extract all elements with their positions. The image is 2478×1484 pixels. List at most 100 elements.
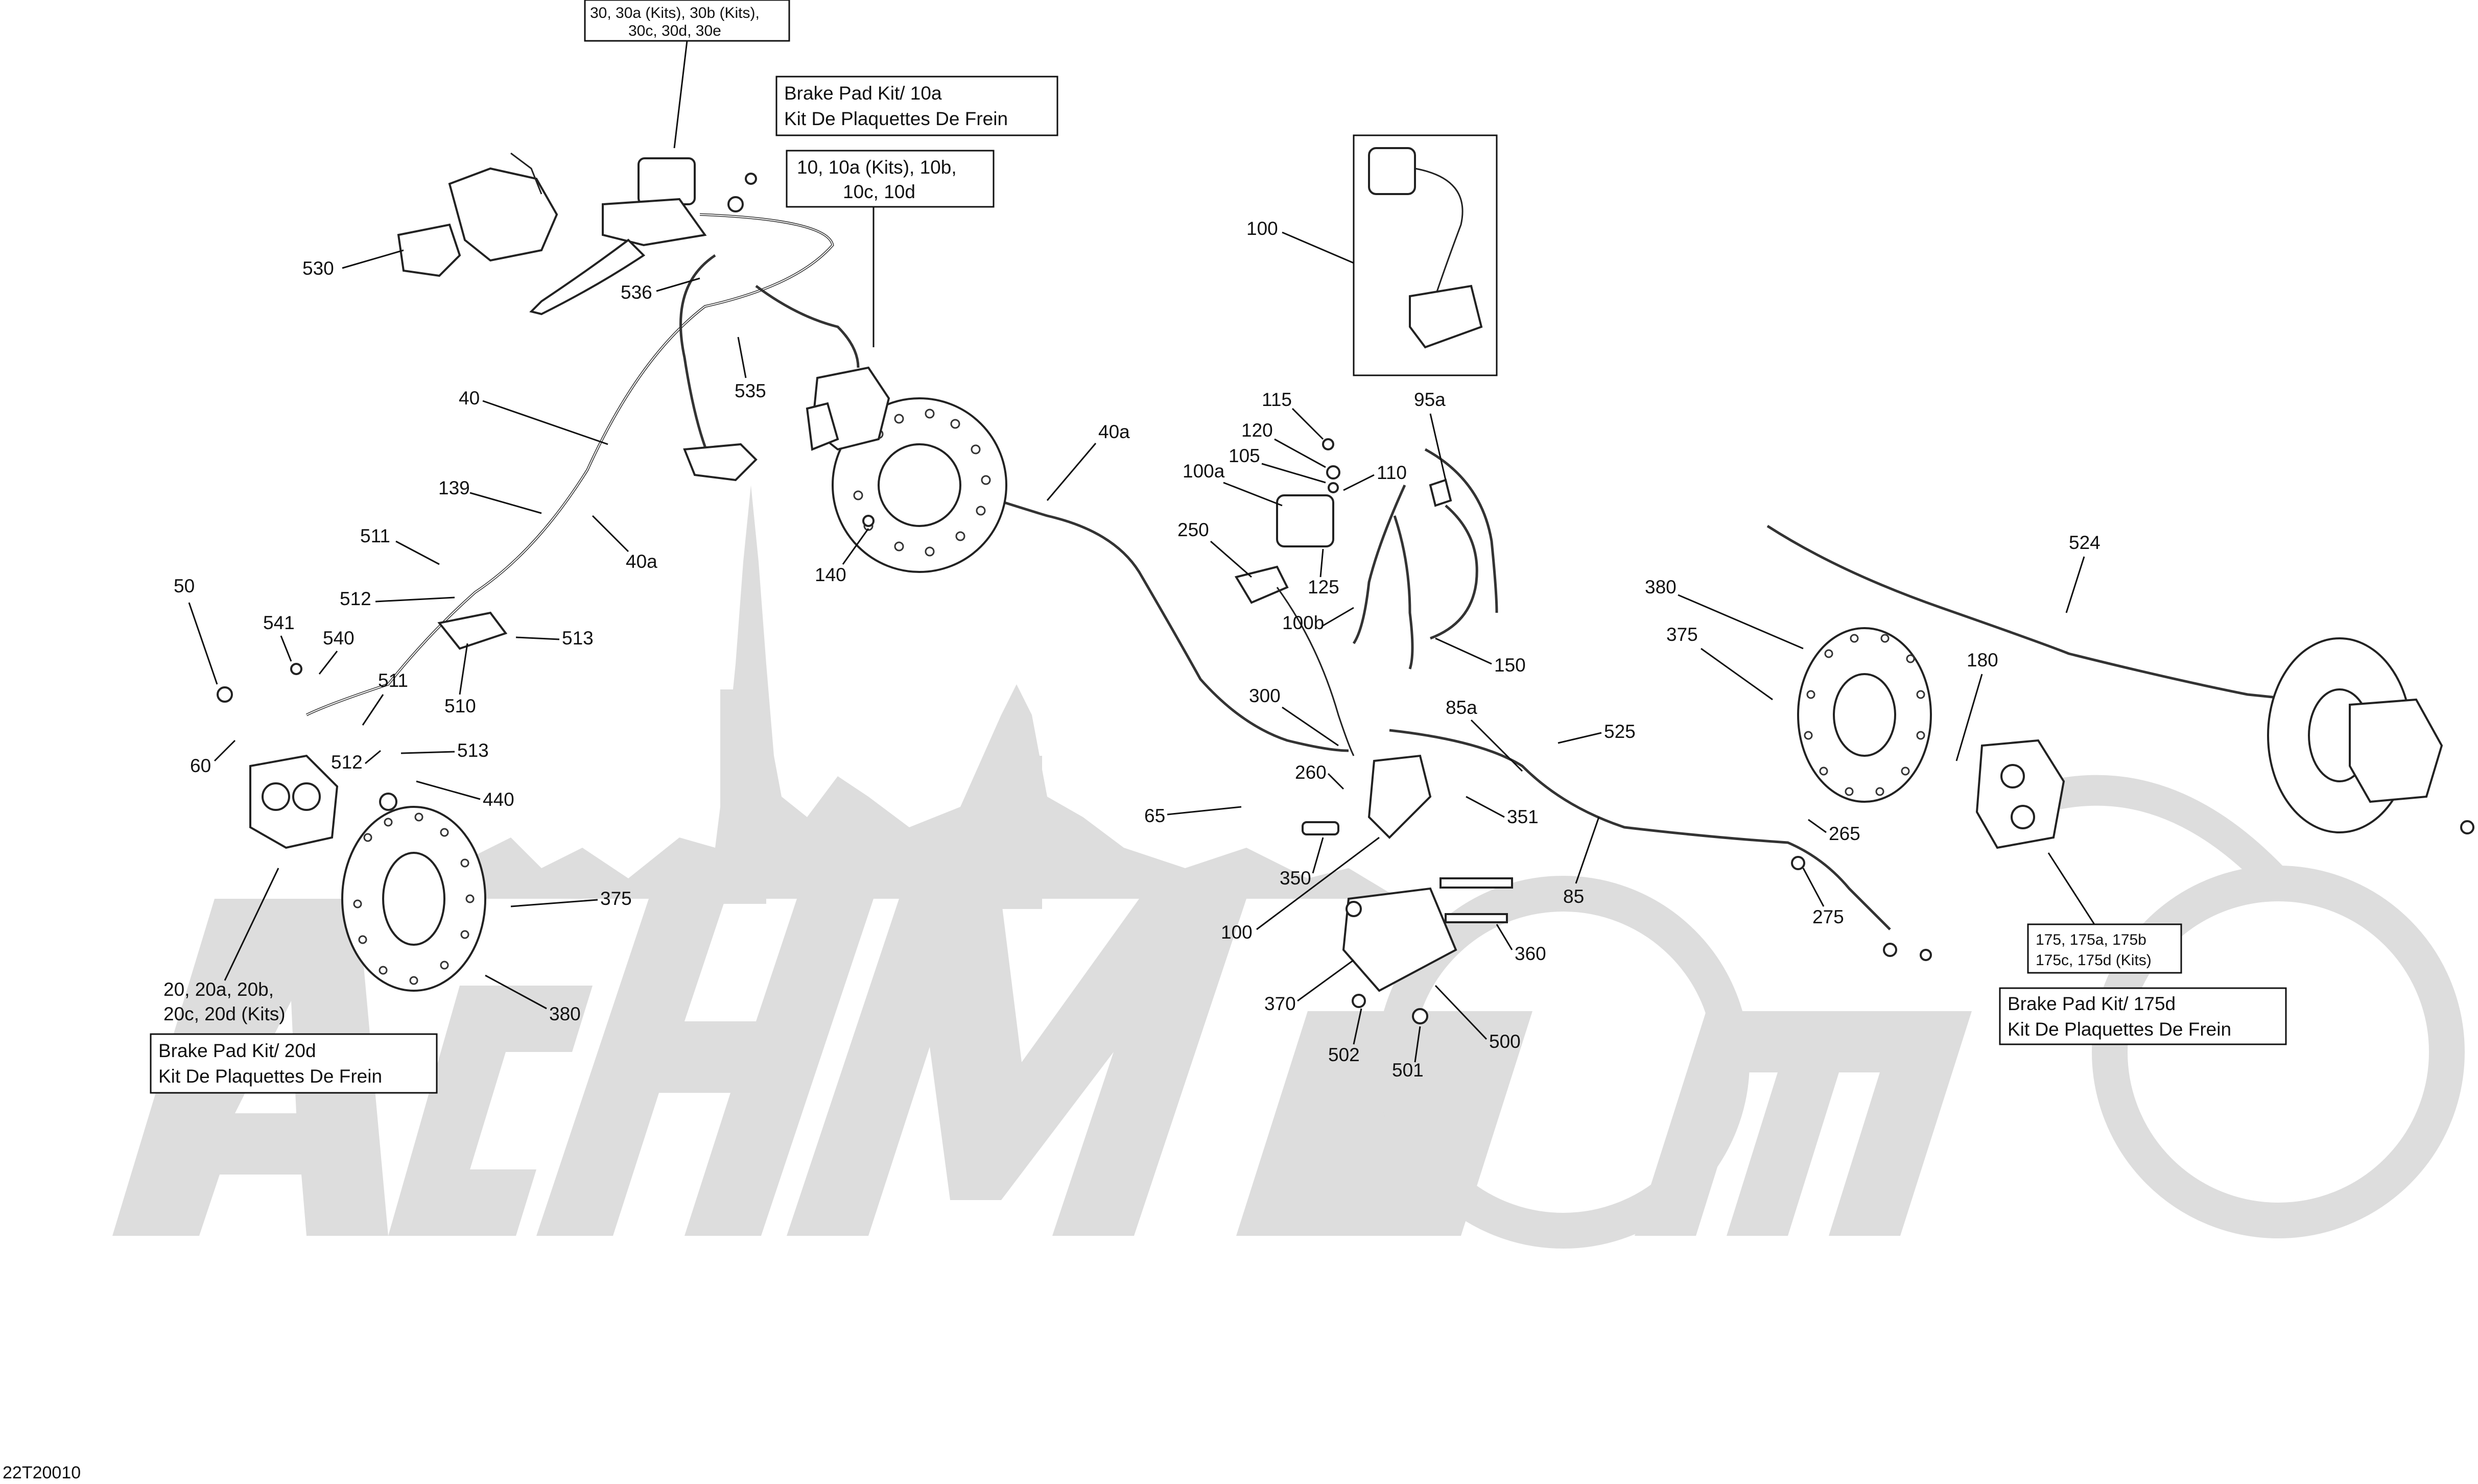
callout-513-mid: 513 [400,740,489,761]
svg-text:300: 300 [1249,685,1281,706]
callout-512-top: 512 [340,588,455,609]
svg-text:Kit De Plaquettes De Frein: Kit De Plaquettes De Frein [2008,1019,2231,1040]
master-cylinder [638,157,696,205]
mount-bracket [448,167,558,262]
reservoir-100a [1276,494,1334,547]
svg-text:40a: 40a [626,551,657,572]
callout-260: 260 [1295,762,1344,790]
hand-guard-530 [397,223,461,277]
label-box-brake-pad-175d: Brake Pad Kit/ 175d Kit De Plaquettes De… [1999,987,2287,1045]
svg-text:502: 502 [1328,1044,1360,1065]
svg-text:150: 150 [1494,655,1526,676]
svg-text:95a: 95a [1414,389,1446,410]
svg-text:501: 501 [1392,1060,1424,1081]
svg-text:175, 175a, 175b: 175, 175a, 175b [2036,931,2146,948]
svg-text:139: 139 [438,477,470,498]
label-box-caliper-175-kits: 175, 175a, 175b 175c, 175d (Kits) [2027,852,2182,974]
callout-513-top: 513 [515,628,594,649]
callout-510: 510 [444,643,476,716]
callout-530: 530 [302,249,404,279]
callout-501: 501 [1392,1026,1424,1081]
callout-40a-left: 40a [592,515,657,572]
svg-text:180: 180 [1967,650,1998,671]
svg-text:541: 541 [263,612,295,633]
brake-lever [529,238,646,316]
svg-text:375: 375 [1666,624,1698,645]
svg-text:Brake Pad Kit/ 175d: Brake Pad Kit/ 175d [2008,993,2176,1014]
svg-text:140: 140 [815,564,846,585]
svg-text:510: 510 [444,696,476,716]
pedal-bracket-500 [1342,887,1457,992]
callout-100-top: 100 [1246,218,1354,264]
callout-370: 370 [1264,959,1354,1014]
hose-clip-510 [437,611,508,650]
svg-text:50: 50 [174,576,195,596]
svg-text:110: 110 [1377,462,1407,483]
callout-105: 105 [1229,445,1326,484]
callout-275: 275 [1802,868,1844,927]
svg-text:513: 513 [457,740,489,761]
svg-text:40: 40 [459,388,480,409]
callout-360: 360 [1496,924,1546,964]
svg-text:370: 370 [1264,993,1296,1014]
label-box-caliper-20-kits: 20, 20a, 20b, 20c, 20d (Kits) [163,868,286,1024]
svg-text:85: 85 [1563,886,1584,907]
front-right-brake [683,366,1007,573]
callout-511-mid: 511 [362,670,408,726]
svg-text:380: 380 [549,1003,581,1024]
callout-100-bot: 100 [1221,836,1380,943]
svg-text:351: 351 [1507,806,1539,827]
callout-535: 535 [735,337,766,401]
svg-text:115: 115 [1262,389,1292,410]
callout-125: 125 [1308,548,1339,597]
callout-250: 250 [1177,519,1252,578]
figure-code: 22T20010 [3,1463,81,1482]
callout-541: 541 [263,612,295,662]
callout-502: 502 [1328,1008,1362,1065]
callout-110: 110 [1343,462,1407,491]
svg-text:525: 525 [1604,721,1636,742]
svg-text:100: 100 [1221,922,1253,943]
callout-139: 139 [438,477,542,514]
rear-master-cylinder-inset [1353,134,1498,376]
callouts: 530 536 535 40 40a 139 511 512 513 50 54… [174,218,2101,1081]
callout-350: 350 [1280,837,1324,889]
svg-text:500: 500 [1489,1031,1521,1052]
front-left-brake [217,611,508,992]
callout-100b: 100b [1282,607,1354,633]
callout-180: 180 [1955,650,1998,761]
svg-text:10c, 10d: 10c, 10d [843,181,915,202]
caliper-bracket-535 [683,443,758,482]
callout-375-left: 375 [510,888,632,909]
handlebar-master-cylinder-assembly [397,152,757,316]
svg-text:60: 60 [190,755,211,776]
brake-caliper-rear-175 [1975,739,2065,849]
callout-150: 150 [1435,637,1526,676]
callout-380-left: 380 [485,974,581,1024]
callout-40a-mid: 40a [1046,421,1130,501]
callout-85: 85 [1563,817,1600,907]
svg-text:Kit De Plaquettes De Frein: Kit De Plaquettes De Frein [158,1066,382,1087]
callout-351: 351 [1466,796,1539,827]
svg-text:540: 540 [323,628,355,649]
label-box-brake-pad-20d: Brake Pad Kit/ 20d Kit De Plaquettes De … [150,1033,438,1094]
callout-115: 115 [1262,389,1324,440]
svg-text:380: 380 [1645,577,1677,597]
svg-text:100: 100 [1246,218,1278,239]
label-box-brake-pad-10a: Brake Pad Kit/ 10a Kit De Plaquettes De … [775,76,1058,136]
callout-85a: 85a [1446,697,1523,772]
svg-text:20c, 20d (Kits): 20c, 20d (Kits) [163,1003,286,1024]
svg-text:536: 536 [621,282,652,303]
callout-525: 525 [1557,721,1636,744]
svg-text:125: 125 [1308,577,1339,597]
brake-pedal-250 [1234,565,1289,604]
svg-text:511: 511 [378,670,408,691]
brake-hose-40a [904,468,1349,752]
callout-140: 140 [815,528,869,585]
callout-524: 524 [2065,532,2101,613]
svg-text:512: 512 [331,752,363,773]
callout-265: 265 [1808,819,1860,844]
svg-text:30, 30a (Kits), 30b (Kits),: 30, 30a (Kits), 30b (Kits), [590,5,760,21]
brake-pedal-assembly [1234,438,1513,1024]
callout-65: 65 [1144,805,1242,826]
